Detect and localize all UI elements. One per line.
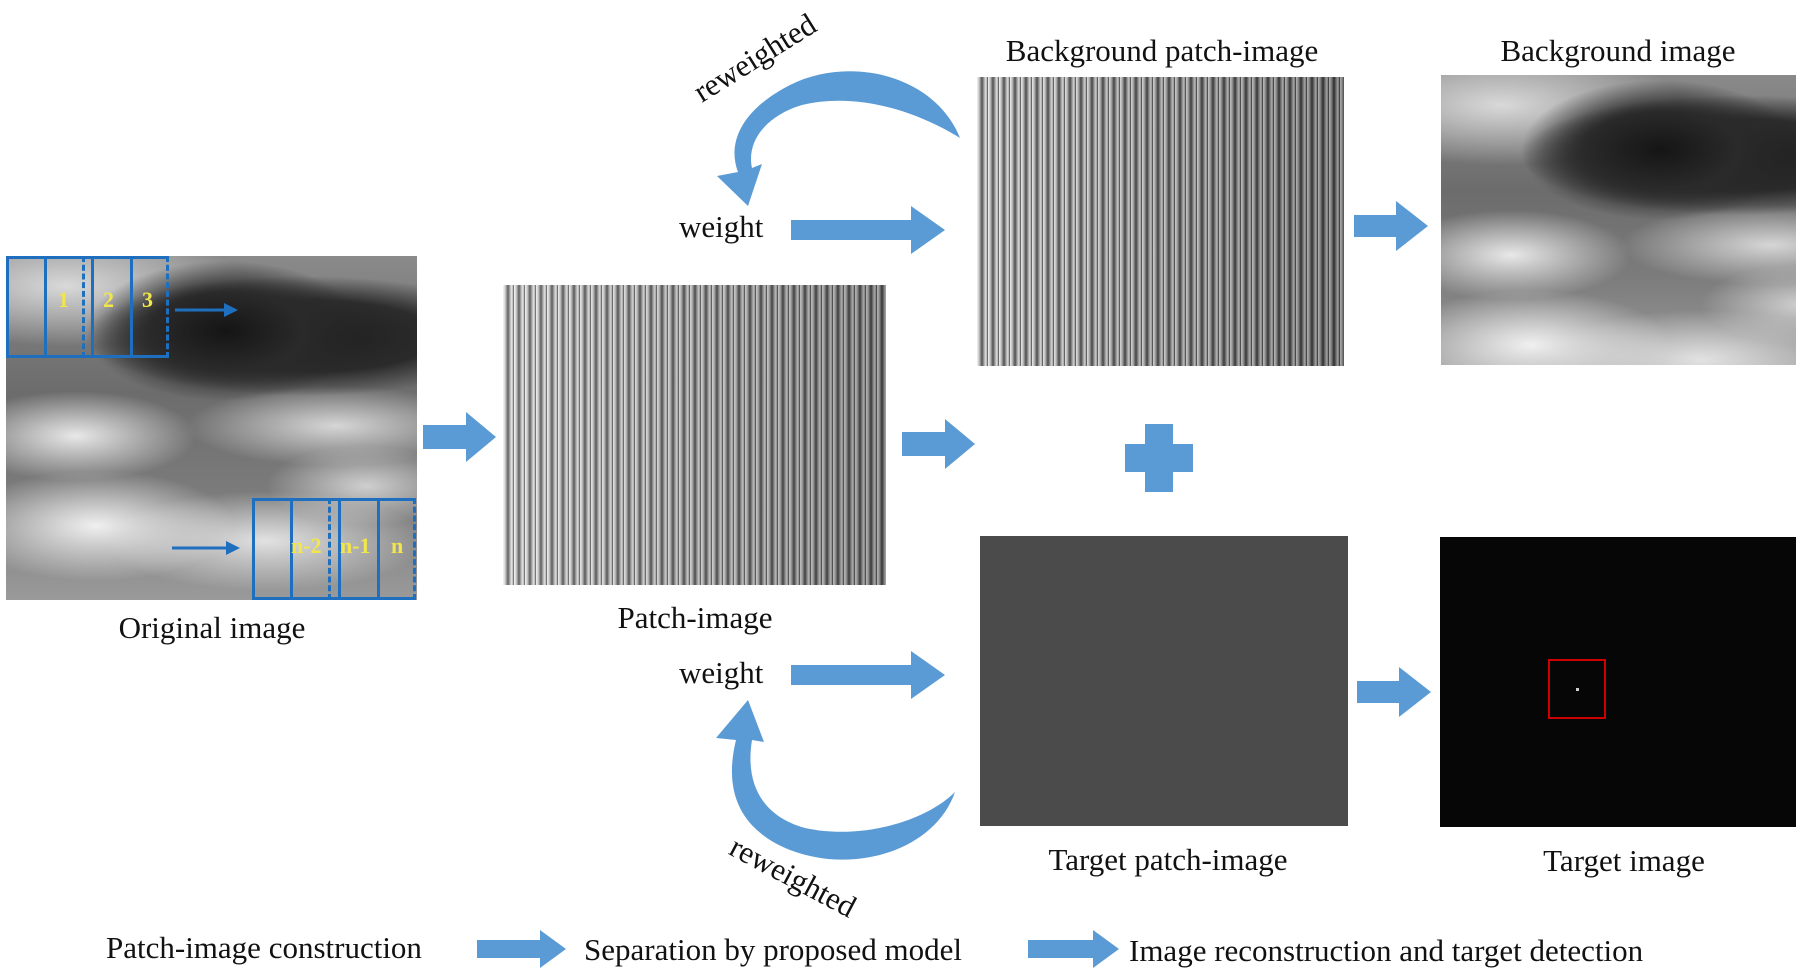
right-arrow-icon (477, 930, 566, 968)
patch-divider-dashed (82, 256, 85, 358)
patch-divider (91, 256, 94, 358)
background-patch-image (977, 77, 1344, 366)
patch-divider (290, 498, 293, 600)
reweighted-label-bottom: reweighted (724, 828, 863, 925)
patch-divider (338, 498, 341, 600)
patch-divider-dashed (328, 498, 331, 600)
patch-divider (44, 256, 47, 358)
pipeline-step-2: Separation by proposed model (584, 932, 962, 967)
pipeline-step-3: Image reconstruction and target detectio… (1129, 933, 1644, 968)
right-arrow-icon (791, 206, 945, 254)
weight-label-bottom: weight (679, 655, 764, 690)
background-image (1441, 75, 1796, 365)
right-arrow-icon (1354, 201, 1428, 251)
patch-divider (377, 498, 380, 600)
patch-image (503, 285, 886, 585)
patch-window-top (6, 256, 169, 358)
target-point (1576, 688, 1579, 691)
right-arrow-icon (902, 419, 975, 469)
right-arrow-icon (791, 651, 945, 699)
weight-label-top: weight (679, 209, 764, 244)
patch-window-bottom (252, 498, 416, 600)
target-image-label: Target image (1543, 843, 1705, 878)
curved-arrow-icon (717, 71, 960, 206)
background-image-label: Background image (1500, 33, 1736, 68)
right-arrow-icon (1357, 667, 1431, 717)
patch-number-n-1: n-1 (340, 533, 371, 558)
patch-number-2: 2 (103, 287, 114, 312)
patch-image-label: Patch-image (617, 600, 773, 635)
target-image (1440, 537, 1796, 827)
reweighted-label-top: reweighted (686, 6, 823, 109)
original-image-label: Original image (118, 610, 306, 645)
patch-divider (130, 256, 133, 358)
target-patch-image (980, 536, 1348, 826)
target-detection-box (1548, 659, 1606, 719)
patch-number-n: n (391, 533, 404, 558)
right-arrow-icon (1028, 930, 1119, 968)
background-patch-image-label: Background patch-image (1005, 33, 1319, 68)
pipeline-step-1: Patch-image construction (106, 930, 422, 965)
plus-icon (1125, 424, 1193, 492)
target-patch-image-label: Target patch-image (1048, 842, 1288, 877)
patch-number-1: 1 (58, 287, 69, 312)
right-arrow-icon (423, 412, 496, 462)
patch-number-3: 3 (142, 287, 153, 312)
original-image (6, 256, 417, 600)
patch-number-n-2: n-2 (291, 533, 322, 558)
